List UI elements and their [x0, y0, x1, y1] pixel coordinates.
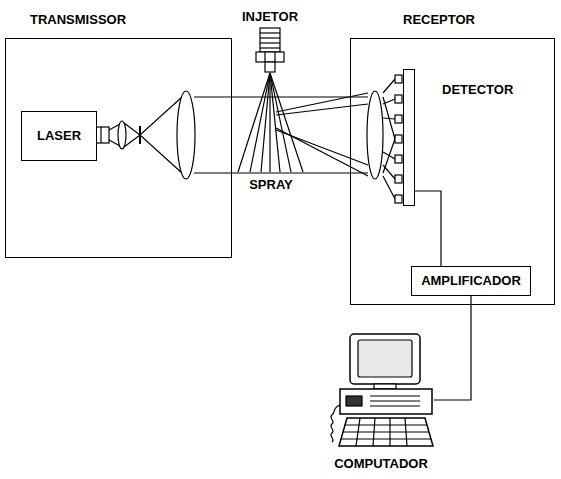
node-heading: DETECTOR — [442, 82, 513, 98]
transmitter-box: TRANSMISSORLASER — [5, 38, 232, 258]
receiver-box: RECEPTORDETECTORAMPLIFICADOR — [350, 38, 555, 305]
node-label: LASER — [37, 128, 81, 144]
injector-label: INJETOR — [242, 9, 298, 25]
signal-wire — [434, 296, 471, 400]
signal-wire — [415, 191, 441, 266]
spray-label: SPRAY — [249, 177, 293, 193]
node-heading: COMPUTADOR — [328, 456, 434, 472]
laser-box: LASER — [21, 111, 97, 161]
node-label: AMPLIFICADOR — [421, 273, 521, 289]
computer-unit: COMPUTADOR — [328, 330, 434, 475]
detector-bar: DETECTOR — [403, 69, 415, 206]
amplifier-box: AMPLIFICADOR — [411, 266, 531, 296]
node-heading: RECEPTOR — [403, 12, 475, 28]
node-heading: TRANSMISSOR — [30, 12, 126, 28]
